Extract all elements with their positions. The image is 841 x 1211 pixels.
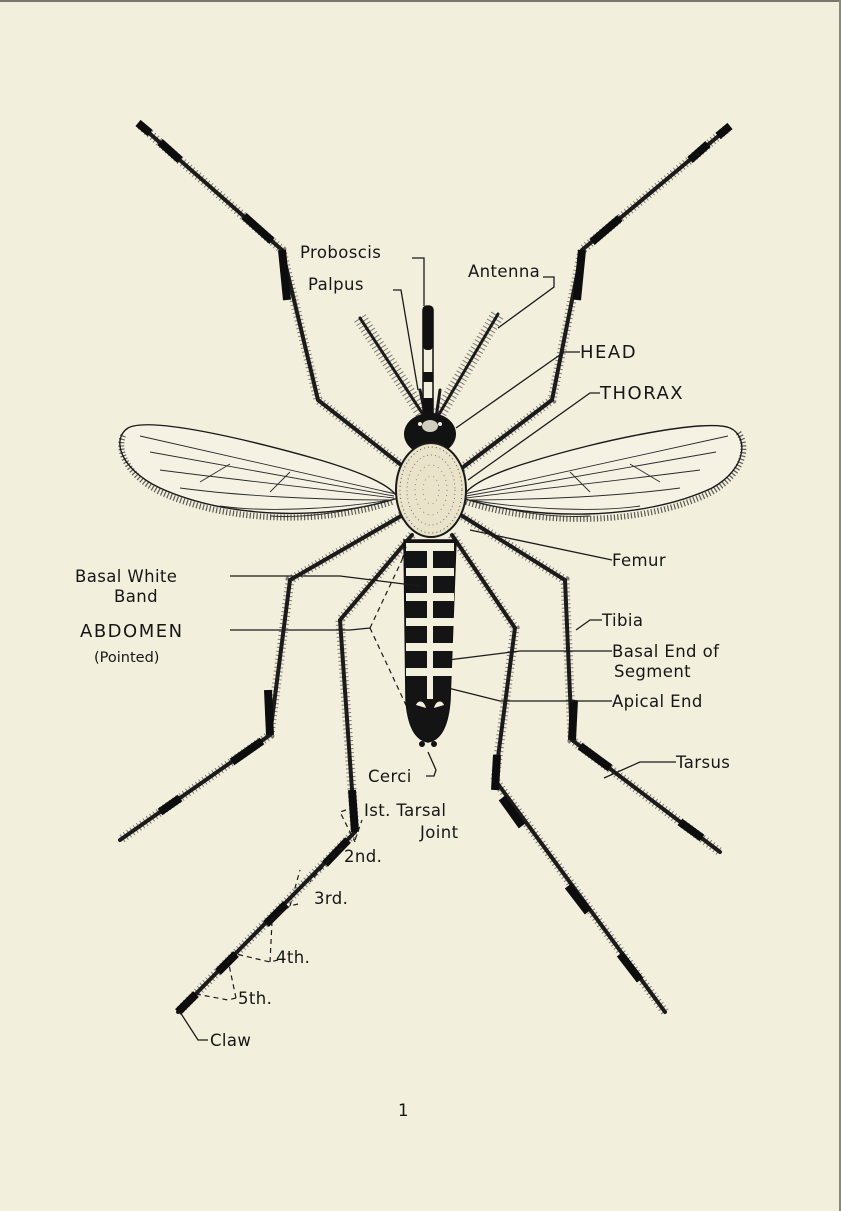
label-basal-white-band-line2: Band (114, 587, 158, 606)
labels: Proboscis Palpus Antenna HEAD THORAX Fem… (75, 243, 730, 1120)
left-front-leg (138, 123, 405, 468)
label-abdomen-note: (Pointed) (94, 650, 159, 666)
right-hind-leg (452, 535, 665, 1012)
abdomen (404, 540, 456, 747)
label-basal-white-band-line1: Basal White (75, 567, 177, 586)
label-thorax: THORAX (599, 383, 684, 404)
right-wing (462, 426, 743, 519)
label-tarsal-1st-line2: Joint (419, 823, 459, 842)
label-abdomen: ABDOMEN (80, 621, 184, 642)
left-middle-leg (120, 512, 408, 840)
figure-number: 1 (398, 1101, 409, 1120)
label-cerci: Cerci (368, 767, 412, 786)
label-proboscis: Proboscis (300, 243, 381, 262)
label-antenna: Antenna (468, 262, 540, 281)
label-claw: Claw (210, 1031, 251, 1050)
label-tarsal-5th: 5th. (238, 989, 272, 1008)
label-apical-end: Apical End (612, 692, 703, 711)
thorax (396, 443, 466, 537)
label-tarsal-4th: 4th. (276, 948, 310, 967)
label-tarsal-3rd: 3rd. (314, 889, 348, 908)
right-middle-leg (456, 512, 720, 852)
label-tarsal-2nd: 2nd. (344, 847, 382, 866)
label-head: HEAD (580, 342, 637, 363)
label-femur: Femur (612, 551, 666, 570)
label-tarsal-1st-line1: Ist. Tarsal (364, 801, 446, 820)
label-palpus: Palpus (308, 275, 364, 294)
label-tibia: Tibia (601, 611, 643, 630)
right-front-leg (462, 126, 730, 468)
label-basal-end-line1: Basal End of (612, 642, 720, 661)
label-tarsus: Tarsus (675, 753, 730, 772)
label-basal-end-line2: Segment (614, 662, 691, 681)
proboscis (423, 306, 433, 418)
left-wing (120, 425, 398, 518)
